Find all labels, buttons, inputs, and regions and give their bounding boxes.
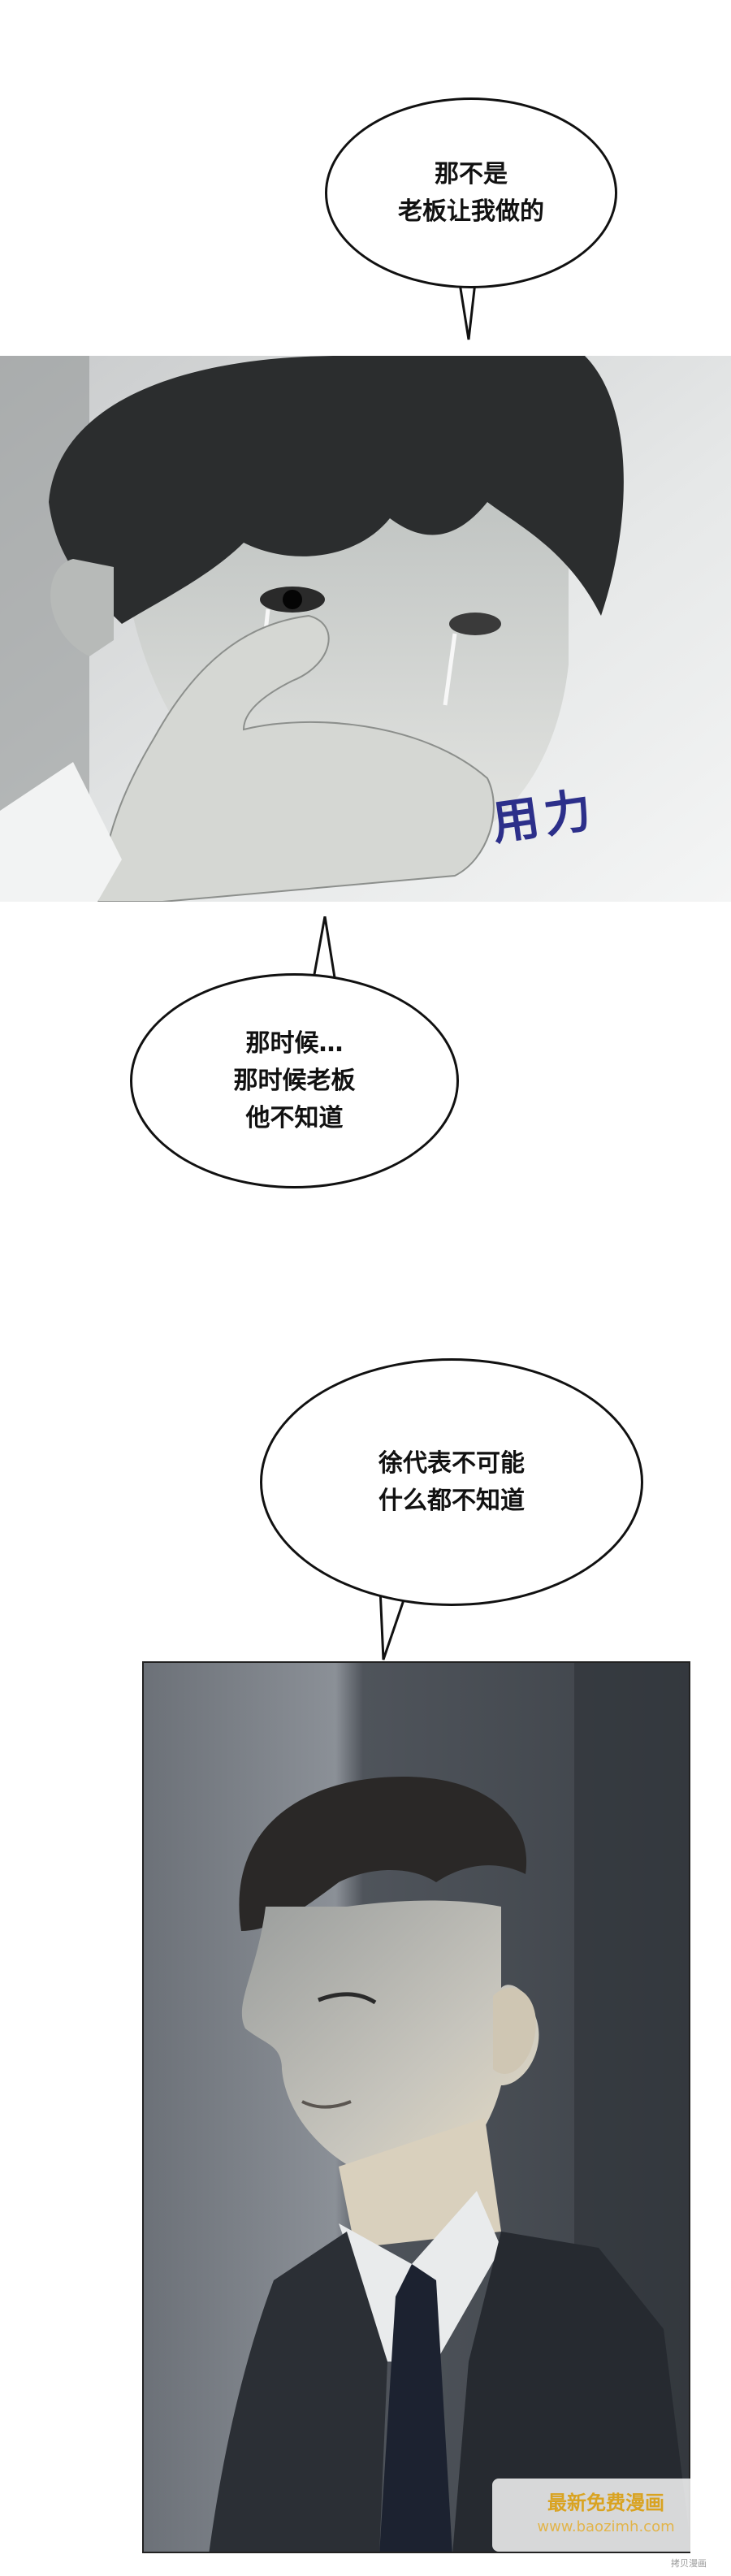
watermark-label: 最新免费漫画 bbox=[547, 2492, 664, 2514]
bubble-text-line: 老板让我做的 bbox=[398, 197, 544, 226]
panel-man-in-suit bbox=[142, 1661, 690, 2553]
panel-crying-closeup: 用力 bbox=[0, 356, 731, 902]
bubble-text-line: 徐代表不可能 bbox=[378, 1448, 525, 1478]
bubble-text-line: 什么都不知道 bbox=[378, 1486, 525, 1515]
watermark-small-text: 拷贝漫画 bbox=[671, 2558, 707, 2569]
watermark-badge: 最新免费漫画 www.baozimh.com bbox=[492, 2479, 720, 2552]
bubble-text-line: 那不是 bbox=[435, 159, 508, 188]
panel-art bbox=[144, 1663, 689, 2552]
speech-bubble-2: 那时候… 那时候老板 他不知道 bbox=[130, 973, 459, 1188]
bubble-text-line: 他不知道 bbox=[245, 1103, 344, 1132]
speech-bubble-3: 徐代表不可能 什么都不知道 bbox=[260, 1358, 643, 1606]
panel-art bbox=[0, 356, 731, 902]
sound-effect-text: 用力 bbox=[488, 781, 599, 851]
bubble-text-line: 那时候… bbox=[245, 1028, 344, 1058]
speech-bubble-1: 那不是 老板让我做的 bbox=[325, 97, 617, 288]
bubble-text-line: 那时候老板 bbox=[233, 1066, 356, 1095]
watermark-url: www.baozimh.com bbox=[537, 2518, 675, 2535]
